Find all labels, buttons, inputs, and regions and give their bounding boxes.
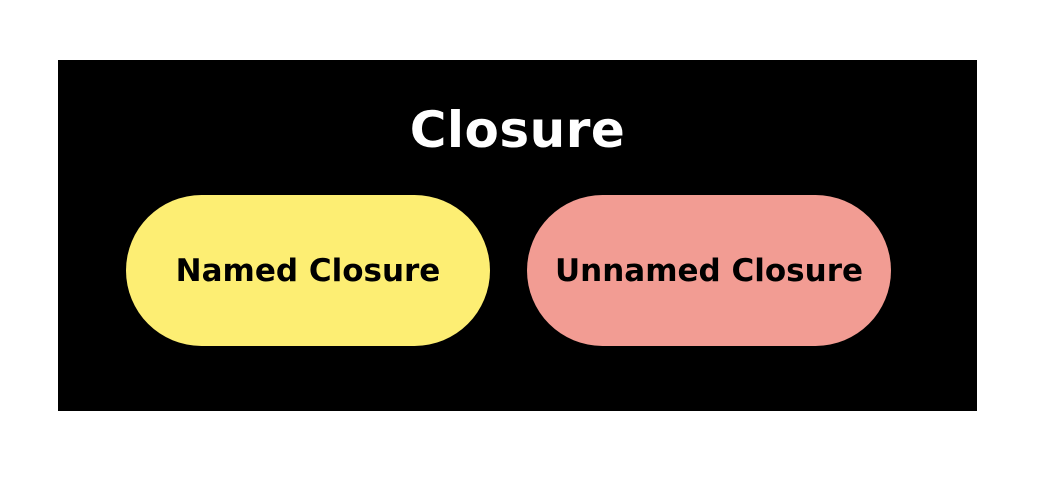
named-closure-label: Named Closure (175, 252, 441, 289)
named-closure-node: Named Closure (126, 195, 490, 346)
diagram-title: Closure (409, 101, 626, 159)
closure-diagram-panel: Closure Named Closure Unnamed Closure (58, 60, 977, 411)
unnamed-closure-label: Unnamed Closure (554, 252, 864, 289)
unnamed-closure-node: Unnamed Closure (527, 195, 891, 346)
